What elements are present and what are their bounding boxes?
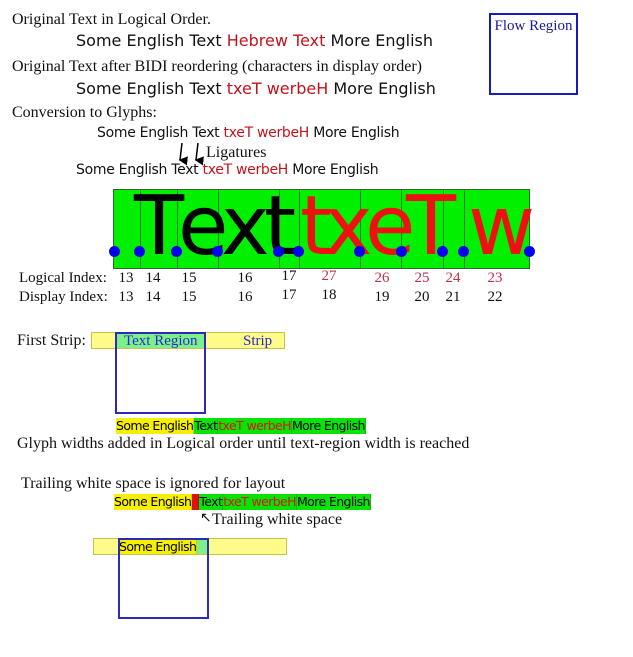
cell-divider [443, 190, 444, 268]
first-strip-label: First Strip: [17, 332, 86, 349]
arrow-up-left-icon: ↖ [200, 511, 212, 526]
cell-divider [299, 190, 300, 268]
overflow-glyphs-rtl: txeT werbeH [218, 418, 292, 434]
logical-index: 16 [237, 270, 253, 286]
logical-index: 26 [374, 270, 390, 286]
hebrew-run: txeT werbeH [223, 125, 310, 141]
trailing-note: Trailing white space [212, 511, 343, 528]
glyph-position-dot [134, 246, 145, 257]
trailing-space-cell [192, 494, 200, 510]
glyph-position-dot [273, 246, 284, 257]
english-run: More English [328, 79, 436, 98]
english-run: Some English Text [76, 31, 227, 50]
cell-divider [140, 190, 141, 268]
fitted-glyphs: Some English [116, 418, 195, 434]
hebrew-run: Hebrew Text [226, 31, 326, 50]
bidi-heading: Original Text after BIDI reordering (cha… [12, 58, 422, 75]
logical-index: 17 [281, 268, 297, 284]
cell-divider [464, 190, 465, 268]
text-region-fill [117, 333, 205, 348]
english-run: More English [325, 31, 434, 50]
hebrew-run: txeT werbeH [202, 162, 289, 178]
overflow-glyphs: Text [199, 494, 224, 510]
glyph-position-dot [458, 246, 469, 257]
glyph-position-dot [212, 246, 223, 257]
cell-divider [401, 190, 402, 268]
display-index: 17 [281, 287, 297, 303]
glyph-width-row: Some English Text txeT werbeH More Engli… [116, 418, 366, 434]
glyph-position-dot [396, 246, 407, 257]
glyph-position-dot [109, 246, 120, 257]
logical-index: 24 [445, 270, 461, 286]
glyph-widths-note: Glyph widths added in Logical order unti… [17, 435, 470, 452]
logical-index: 13 [118, 270, 134, 286]
display-index: 16 [237, 289, 253, 305]
ligatures-label: Ligatures [206, 144, 267, 161]
glyph-position-dot [293, 246, 304, 257]
display-index: 19 [374, 289, 390, 305]
glyphs-heading: Conversion to Glyphs: [12, 104, 157, 121]
logical-index: 25 [414, 270, 430, 286]
glyph-result-sample: Some English Text txeT werbeH More Engli… [76, 162, 379, 178]
fitted-glyphs: Some English [114, 494, 193, 510]
english-run: More English [288, 162, 379, 178]
trailing-row: Some English Text txeT werbeH More Englis… [114, 494, 371, 510]
logical-index-label: Logical Index: [19, 270, 107, 286]
cell-divider [218, 190, 219, 268]
english-run: Some English Text [76, 79, 227, 98]
flow-region-label: Flow Region [494, 18, 573, 34]
overflow-glyphs: More English [296, 494, 371, 510]
bidi-sample: Some English Text txeT werbeH More Engli… [76, 79, 436, 98]
overflow-glyphs-rtl: txeT werbeH [223, 494, 297, 510]
strip-label: Strip [243, 333, 273, 349]
display-index: 15 [181, 289, 197, 305]
glyph: t [300, 179, 333, 274]
display-index: 20 [414, 289, 430, 305]
overflow-glyphs: Text [194, 418, 219, 434]
display-index: 18 [321, 287, 337, 303]
english-run: Some English Text [76, 162, 203, 178]
english-run: More English [309, 125, 400, 141]
glyph-position-dot [524, 246, 535, 257]
display-index: 21 [445, 289, 461, 305]
fitted-glyphs: Some English [119, 539, 198, 554]
glyph: w [468, 179, 536, 274]
glyph-position-dot [437, 246, 448, 257]
logical-order-sample: Some English Text Hebrew Text More Engli… [76, 31, 433, 50]
display-index-label: Display Index: [19, 289, 108, 305]
display-index: 13 [118, 289, 134, 305]
logical-order-heading: Original Text in Logical Order. [12, 11, 211, 28]
display-index: 14 [145, 289, 161, 305]
cell-divider [177, 190, 178, 268]
logical-index: 14 [145, 270, 161, 286]
logical-index: 23 [487, 270, 503, 286]
glyph: e [365, 179, 416, 274]
text-region-box [115, 332, 206, 414]
glyph-position-dot [354, 246, 365, 257]
final-glyph-row: Some English [119, 539, 198, 554]
glyph-source-sample: Some English Text txeT werbeH More Engli… [97, 125, 400, 141]
overflow-glyphs: More English [291, 418, 366, 434]
trailing-heading: Trailing white space is ignored for layo… [21, 475, 286, 492]
cell-divider [279, 190, 280, 268]
text-region-box [118, 538, 209, 619]
display-index: 22 [487, 289, 503, 305]
hebrew-run: txeT werbeH [226, 79, 329, 98]
flow-region-box: Flow Region [489, 13, 578, 95]
logical-index: 15 [181, 270, 197, 286]
cell-divider [360, 190, 361, 268]
ligature-arrows-icon [178, 142, 204, 166]
glyph-band: T e x t t x e T w [113, 179, 535, 274]
glyph: T [406, 179, 457, 274]
english-run: Some English Text [97, 125, 224, 141]
text-region-label: Text Region [124, 333, 198, 349]
logical-index: 27 [321, 268, 337, 284]
glyph-position-dot [171, 246, 182, 257]
glyph: x [221, 179, 270, 274]
